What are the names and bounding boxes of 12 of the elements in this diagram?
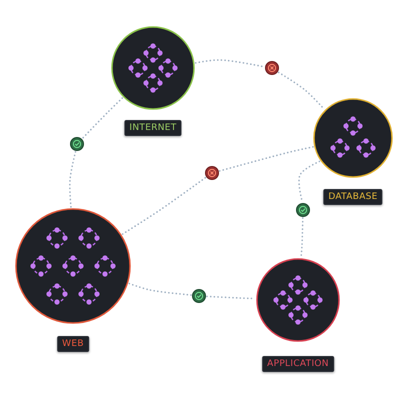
dotted-connector [278, 72, 325, 110]
dotted-connector [122, 176, 206, 235]
node-label: DATABASE [323, 189, 383, 205]
dotted-connector [128, 282, 192, 296]
dotted-connector [69, 151, 76, 208]
dotted-connector [218, 146, 314, 172]
dotted-connector [300, 217, 304, 258]
dotted-connector [194, 59, 265, 68]
node-label: INTERNET [124, 120, 182, 136]
node-label: APPLICATION [262, 356, 334, 372]
node-label: WEB [57, 336, 89, 352]
dotted-connector [82, 97, 124, 140]
